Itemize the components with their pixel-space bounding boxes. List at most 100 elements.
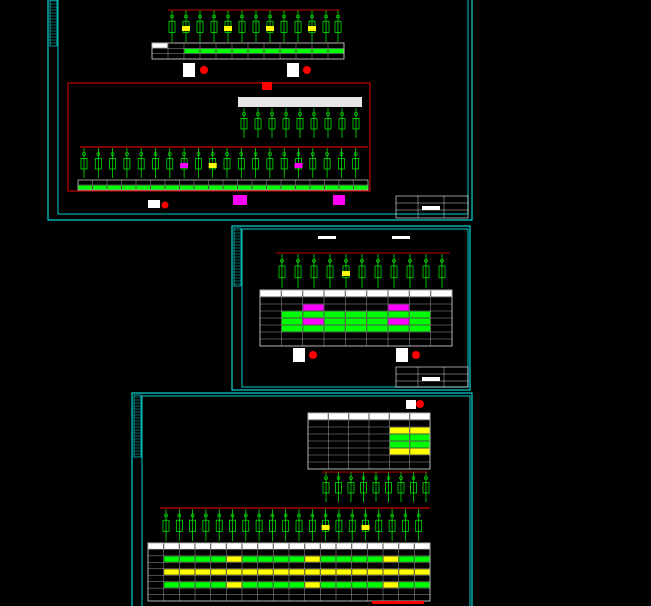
table-cell bbox=[367, 325, 388, 332]
breaker-icon bbox=[152, 158, 159, 170]
breaker-icon bbox=[347, 482, 355, 494]
table-cell bbox=[345, 290, 367, 297]
breaker-icon bbox=[406, 265, 414, 279]
switch-icon bbox=[340, 112, 344, 116]
table-cell bbox=[414, 582, 430, 588]
breaker-icon bbox=[358, 265, 366, 279]
switch-icon bbox=[244, 513, 248, 518]
switch-icon bbox=[225, 152, 229, 156]
switch-icon bbox=[390, 513, 394, 518]
table-cell bbox=[389, 434, 410, 441]
table-cell bbox=[336, 556, 352, 562]
switch-icon bbox=[239, 152, 244, 156]
breaker-icon bbox=[252, 20, 260, 33]
table-cell bbox=[345, 318, 367, 325]
table-cell bbox=[399, 582, 414, 588]
breaker-icon bbox=[308, 519, 316, 532]
table-cell bbox=[164, 556, 179, 562]
switch-icon bbox=[153, 152, 158, 156]
sheet-2-feeders bbox=[278, 254, 446, 288]
switch-icon bbox=[337, 513, 341, 518]
switch-icon bbox=[125, 152, 129, 156]
table-cell bbox=[383, 582, 399, 588]
table-cell bbox=[367, 318, 388, 325]
table-cell bbox=[388, 290, 409, 297]
table-cell bbox=[184, 48, 200, 54]
table-cell bbox=[136, 185, 150, 190]
breaker-icon bbox=[310, 265, 318, 279]
table-cell bbox=[226, 543, 242, 549]
table-cell bbox=[289, 543, 305, 549]
table-cell bbox=[345, 311, 367, 318]
highlight-tag bbox=[182, 26, 190, 31]
table-cell bbox=[320, 543, 336, 549]
sheet-3-bottom-table-cells bbox=[148, 543, 430, 601]
table-cell bbox=[238, 185, 252, 190]
switch-icon bbox=[217, 513, 221, 518]
switch-icon bbox=[256, 112, 260, 116]
breaker-icon bbox=[278, 265, 286, 279]
breaker-icon bbox=[294, 265, 302, 279]
breaker-icon bbox=[309, 158, 317, 170]
switch-icon bbox=[190, 513, 195, 518]
table-cell bbox=[352, 569, 367, 575]
breaker-icon bbox=[162, 519, 170, 532]
table-cell bbox=[107, 185, 121, 190]
switch-icon bbox=[296, 258, 300, 263]
table-cell bbox=[312, 48, 328, 54]
table-cell bbox=[195, 556, 211, 562]
breaker-icon bbox=[335, 482, 342, 494]
breaker-icon bbox=[422, 482, 430, 494]
table-cell bbox=[273, 556, 289, 562]
switch-icon bbox=[282, 152, 287, 156]
table-cell bbox=[389, 413, 410, 420]
table-cell bbox=[409, 311, 431, 318]
table-cell bbox=[280, 48, 296, 54]
switch-icon bbox=[296, 152, 301, 156]
table-cell bbox=[296, 48, 312, 54]
sheet-2-table-cells bbox=[260, 290, 452, 346]
switch-icon bbox=[408, 258, 412, 263]
breaker-icon bbox=[137, 158, 145, 170]
switch-icon bbox=[312, 112, 316, 116]
table-cell bbox=[383, 569, 399, 575]
sheet-2[interactable] bbox=[231, 225, 471, 391]
transformer-icon bbox=[161, 201, 169, 209]
table-cell bbox=[226, 556, 242, 562]
sheet-2-note-right bbox=[396, 348, 408, 362]
table-cell bbox=[336, 543, 352, 549]
breaker-icon bbox=[326, 265, 334, 279]
breaker-icon bbox=[372, 482, 380, 494]
table-cell bbox=[216, 48, 232, 54]
breaker-icon bbox=[242, 519, 250, 532]
switch-icon bbox=[212, 14, 216, 19]
table-cell bbox=[242, 569, 258, 575]
sheet-2-title-block bbox=[395, 366, 469, 388]
switch-icon bbox=[182, 152, 186, 156]
breaker-icon bbox=[334, 20, 342, 33]
table-cell bbox=[281, 318, 303, 325]
table-cell bbox=[303, 325, 324, 332]
table-cell bbox=[258, 543, 273, 549]
switch-icon bbox=[376, 258, 380, 263]
table-cell bbox=[305, 582, 320, 588]
breaker-icon bbox=[397, 482, 405, 494]
sheet-3-footer-bar bbox=[372, 601, 424, 604]
table-cell bbox=[305, 556, 320, 562]
switch-icon bbox=[424, 258, 428, 263]
switch-icon bbox=[440, 258, 444, 263]
sheet-1[interactable] bbox=[47, 0, 473, 221]
table-cell bbox=[345, 325, 367, 332]
table-cell bbox=[305, 543, 320, 549]
sheet-3[interactable] bbox=[131, 392, 473, 606]
table-cell bbox=[296, 185, 310, 190]
switch-icon bbox=[411, 476, 416, 480]
highlight-tag bbox=[294, 163, 303, 168]
switch-icon bbox=[196, 152, 201, 156]
breaker-icon bbox=[282, 118, 290, 130]
table-cell bbox=[399, 556, 414, 562]
table-cell bbox=[389, 427, 410, 434]
table-cell bbox=[389, 448, 410, 455]
switch-icon bbox=[339, 152, 344, 156]
